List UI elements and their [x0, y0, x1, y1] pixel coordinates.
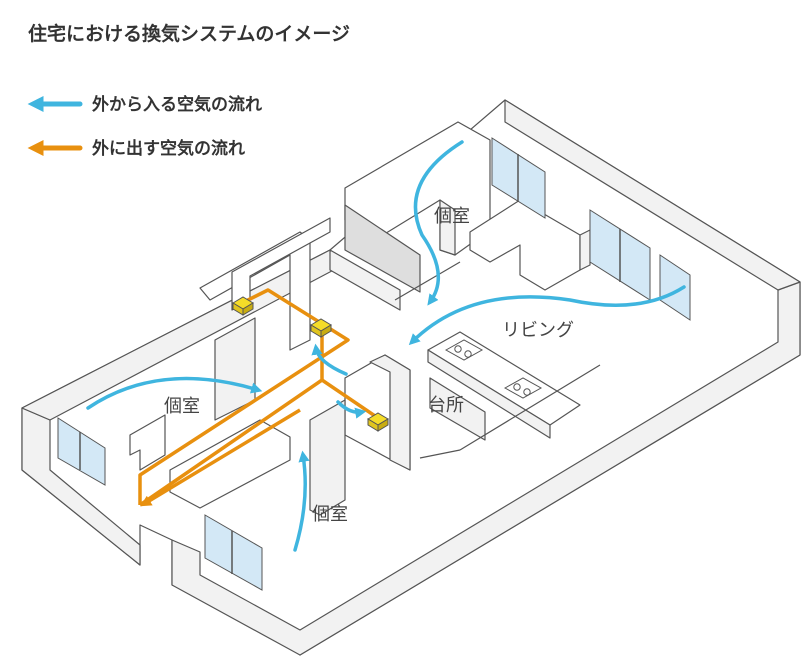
partition-kitchen-side — [369, 354, 411, 471]
legend-inflow: 外から入る空気の流れ — [27, 94, 262, 115]
top-room-wall-side — [439, 199, 456, 256]
stove-burner-icon — [503, 377, 543, 399]
window-icon — [57, 417, 106, 486]
window-icon — [659, 254, 691, 321]
inflow-arrow-icon — [336, 400, 367, 419]
inflow-arrow-icon — [86, 376, 263, 410]
ventilation-fan-icon — [232, 296, 254, 316]
outflow-duct-kitchen — [321, 378, 379, 420]
partition-bottom-room — [169, 419, 291, 509]
living-wall — [469, 199, 581, 291]
partition-bottom-room-side — [309, 399, 346, 516]
room-label-kitchen: 台所 — [428, 395, 464, 416]
page-title: 住宅における換気システムのイメージ — [28, 22, 350, 45]
room-label-living: リビング — [502, 320, 574, 341]
legend-inflow-label: 外から入る空気の流れ — [92, 94, 262, 115]
legend-outflow: 外に出す空気の流れ — [27, 138, 245, 159]
legend: 外から入る空気の流れ 外に出す空気の流れ — [27, 94, 262, 159]
inflow-arrow-icon — [413, 140, 464, 306]
windows — [57, 137, 691, 591]
partition-bath — [231, 217, 331, 311]
outflow-ducts — [138, 288, 379, 507]
window-icon — [204, 514, 263, 591]
kitchen-counter-front — [427, 349, 551, 439]
partition-left-door — [129, 414, 166, 471]
inflow-arrows — [86, 140, 686, 552]
fan-units — [232, 296, 389, 432]
floor-plan — [21, 99, 801, 656]
inflow-arrow-icon — [408, 285, 686, 346]
room-labels: 個室 リビング 個室 台所 個室 — [164, 206, 574, 525]
legend-outflow-label: 外に出す空気の流れ — [92, 138, 245, 159]
room-label-top-bedroom: 個室 — [434, 206, 470, 227]
room-label-bottom-bedroom: 個室 — [312, 504, 348, 525]
kitchen-island-front — [429, 377, 486, 441]
inflow-arrow-icon — [311, 343, 348, 376]
closet-panel — [344, 204, 421, 293]
outflow-duct-upper — [138, 288, 350, 505]
ventilation-fan-icon — [310, 318, 332, 338]
partition-center — [329, 249, 401, 311]
outflow-arrow-icon — [140, 408, 301, 507]
outer-wall-back-right — [504, 99, 801, 291]
room-label-left-bedroom: 個室 — [164, 396, 200, 417]
stove — [444, 339, 543, 399]
ventilation-fan-icon — [367, 412, 389, 432]
room-divider-lines — [394, 261, 601, 459]
living-wall-side — [579, 229, 591, 271]
stove-burner-icon — [444, 339, 484, 361]
inflow-arrow-icon — [293, 450, 310, 552]
